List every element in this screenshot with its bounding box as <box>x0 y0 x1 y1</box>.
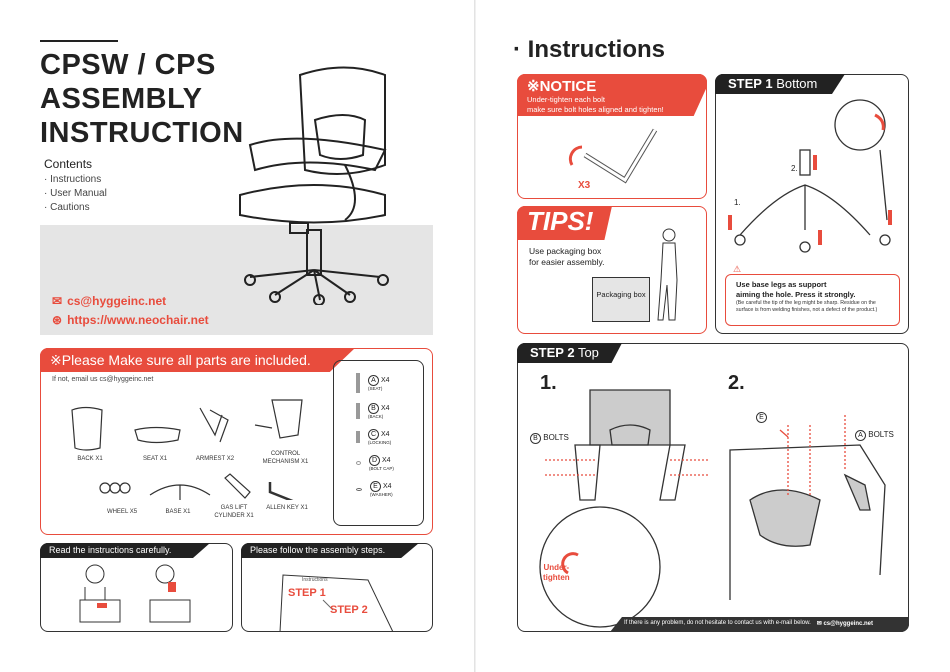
read-panel-heading: Read the instructions carefully. <box>40 543 210 558</box>
notice-count: X3 <box>578 180 591 191</box>
reading-people-illustration <box>79 564 191 623</box>
seat-part-icon <box>134 426 181 444</box>
email-contact[interactable]: ✉cs@hyggeinc.net <box>52 294 167 308</box>
document-title: CPSW / CPS ASSEMBLY INSTRUCTION <box>40 48 244 150</box>
globe-icon: ⊛ <box>52 313 63 327</box>
b-bolts-label: B BOLTS <box>530 433 569 444</box>
mechanism-part-icon <box>254 399 303 439</box>
washer-icon <box>356 487 362 491</box>
contents-item: · Cautions <box>44 202 90 213</box>
chair-illustration <box>239 66 389 305</box>
bolt-icon <box>356 431 360 443</box>
a-bolts-label: A BOLTS <box>855 430 894 441</box>
title-rule <box>40 40 118 42</box>
footer-email[interactable]: ✉ cs@hyggeinc.net <box>816 621 873 627</box>
notice-header: ※NOTICE Under-tighten each bolt make sur… <box>517 74 707 116</box>
tips-title: TIPS! <box>517 206 612 240</box>
part-label: CONTROL MECHANISM X1 <box>262 451 309 465</box>
part-label: BASE X1 <box>165 509 191 515</box>
allen-key-part-icon <box>268 482 294 500</box>
parts-illustrations <box>71 399 303 500</box>
follow-panel-heading: Please follow the assembly steps. <box>241 543 419 558</box>
title-line: INSTRUCTION <box>40 117 244 149</box>
bolt-item-b: B X4(BACK) <box>356 403 423 419</box>
part-label: ARMREST X2 <box>195 456 235 462</box>
zoom-detail-circle <box>834 99 886 151</box>
e-washer-label: E <box>756 412 767 423</box>
contents-item: · User Manual <box>44 188 107 199</box>
step2-header: STEP 2 Top <box>517 343 622 363</box>
rotate-arrow-icon <box>568 145 583 166</box>
person-illustration <box>657 228 678 321</box>
bolt-icon <box>356 403 360 419</box>
base-part-icon <box>149 484 211 500</box>
notice-title: ※NOTICE <box>527 78 597 95</box>
back-and-seat-illustration <box>539 389 886 628</box>
step2-num2: 2. <box>728 372 745 394</box>
step2-footer: If there is any problem, do not hesitate… <box>610 617 909 632</box>
contents-item: · Instructions <box>44 174 102 185</box>
instructions-heading: · Instructions <box>513 36 666 63</box>
bolt-item-d: D X4(BOLT CAP) <box>356 455 423 471</box>
sheet-step2: STEP 2 <box>330 604 368 616</box>
armrest-part-icon <box>199 407 229 443</box>
bolt-item-c: C X4(LOCKING) <box>356 429 423 445</box>
mail-icon: ✉ <box>52 294 63 308</box>
gas-lift-part-icon <box>224 473 251 499</box>
parts-subtext: If not, email us cs@hyggeinc.net <box>52 376 154 383</box>
parts-heading: ※Please Make sure all parts are included… <box>40 348 355 372</box>
step1-header: STEP 1 Bottom <box>715 74 845 94</box>
notice-line2: make sure bolt holes aligned and tighten… <box>527 105 664 114</box>
packaging-box: Packaging box <box>592 277 650 322</box>
step1-num2: 2. <box>791 164 798 173</box>
under-tighten-label: Under-tighten <box>543 563 570 582</box>
up-arrow-icon <box>728 210 892 245</box>
step1-warning: Use base legs as support aiming the hole… <box>725 274 900 326</box>
wheel-part-icon <box>99 482 111 494</box>
detail-circle <box>539 506 661 628</box>
bolt-icon <box>356 373 360 393</box>
step2-num1: 1. <box>540 372 557 394</box>
back-part-icon <box>71 406 103 451</box>
sheet-step1: STEP 1 <box>288 587 326 599</box>
part-label: BACK X1 <box>77 456 103 462</box>
tips-panel <box>517 206 707 334</box>
part-label: WHEEL X5 <box>106 509 138 515</box>
part-label: SEAT X1 <box>142 456 168 462</box>
step1-num1: 1. <box>734 198 741 207</box>
website-link[interactable]: ⊛https://www.neochair.net <box>52 313 209 327</box>
contents-heading: Contents <box>44 157 93 171</box>
instruction-sheet-illustration <box>279 574 394 632</box>
title-line: ASSEMBLY <box>40 83 203 115</box>
bolt-item-e: E X4(WASHER) <box>356 481 423 497</box>
bolt-cap-icon <box>356 461 361 465</box>
bolt-item-a: A X4(SEAT) <box>356 373 423 393</box>
page-divider <box>474 0 476 672</box>
part-label: ALLEN KEY X1 <box>266 505 308 511</box>
sheet-title: Instructions <box>302 577 328 583</box>
contents-list: · Instructions · User Manual · Cautions <box>44 173 107 215</box>
contact-box <box>40 225 433 335</box>
title-line: CPSW / CPS <box>40 49 216 81</box>
part-label: GAS LIFT CYLINDER X1 <box>214 505 254 519</box>
base-assembly-illustration <box>728 99 892 253</box>
allen-key-illustration <box>568 128 658 184</box>
warning-icon: ⚠ <box>733 264 742 274</box>
bolts-box: A X4(SEAT) B X4(BACK) C X4(LOCKING) D X4… <box>333 360 424 526</box>
notice-line1: Under-tighten each bolt <box>527 95 605 104</box>
